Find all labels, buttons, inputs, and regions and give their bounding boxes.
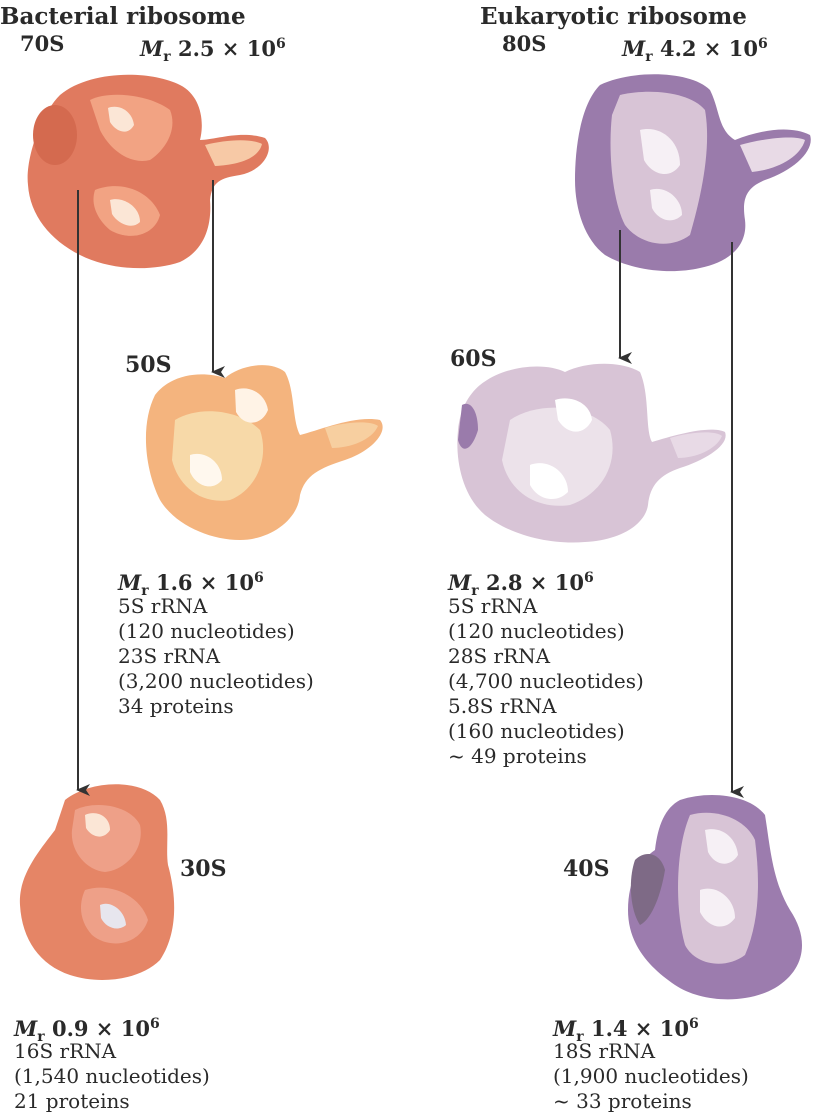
- bacterial-30s-components: 16S rRNA (1,540 nucleotides) 21 proteins: [14, 1039, 210, 1114]
- component-line: 23S rRNA: [118, 644, 314, 669]
- component-line: (120 nucleotides): [118, 619, 314, 644]
- component-line: (4,700 nucleotides): [448, 669, 644, 694]
- component-line: (3,200 nucleotides): [118, 669, 314, 694]
- component-line: (160 nucleotides): [448, 719, 644, 744]
- bacterial-50s-shape: [146, 365, 383, 540]
- eukaryotic-60s-shape: [457, 364, 725, 543]
- eukaryotic-mr: Mr 4.2 × 106: [622, 32, 768, 69]
- component-line: ~ 33 proteins: [553, 1089, 749, 1114]
- bacterial-30s-shape: [20, 784, 174, 980]
- eukaryotic-40s-components: 18S rRNA (1,900 nucleotides) ~ 33 protei…: [553, 1039, 749, 1114]
- component-line: 21 proteins: [14, 1089, 210, 1114]
- eukaryotic-40s-shape: [628, 795, 802, 999]
- bacterial-30s-label: 30S: [180, 856, 227, 882]
- component-line: 5S rRNA: [118, 594, 314, 619]
- component-line: 28S rRNA: [448, 644, 644, 669]
- eukaryotic-80s-shape: [575, 74, 811, 271]
- eukaryotic-80s-label: 80S: [502, 32, 546, 56]
- eukaryotic-40s-label: 40S: [563, 856, 610, 882]
- eukaryotic-title: Eukaryotic ribosome: [480, 4, 747, 30]
- eukaryotic-60s-label: 60S: [450, 346, 497, 372]
- component-line: 16S rRNA: [14, 1039, 210, 1064]
- component-line: 5S rRNA: [448, 594, 644, 619]
- bacterial-70s-shape: [28, 75, 269, 268]
- component-line: 18S rRNA: [553, 1039, 749, 1064]
- bacterial-70s-label: 70S: [20, 32, 64, 56]
- eukaryotic-60s-components: 5S rRNA (120 nucleotides) 28S rRNA (4,70…: [448, 594, 644, 769]
- component-line: 34 proteins: [118, 694, 314, 719]
- component-line: (1,900 nucleotides): [553, 1064, 749, 1089]
- bacterial-title: Bacterial ribosome: [0, 4, 246, 30]
- component-line: 5.8S rRNA: [448, 694, 644, 719]
- bacterial-50s-components: 5S rRNA (120 nucleotides) 23S rRNA (3,20…: [118, 594, 314, 719]
- bacterial-mr: Mr 2.5 × 106: [140, 32, 286, 69]
- component-line: (1,540 nucleotides): [14, 1064, 210, 1089]
- component-line: ~ 49 proteins: [448, 744, 644, 769]
- component-line: (120 nucleotides): [448, 619, 644, 644]
- bacterial-50s-label: 50S: [125, 352, 172, 378]
